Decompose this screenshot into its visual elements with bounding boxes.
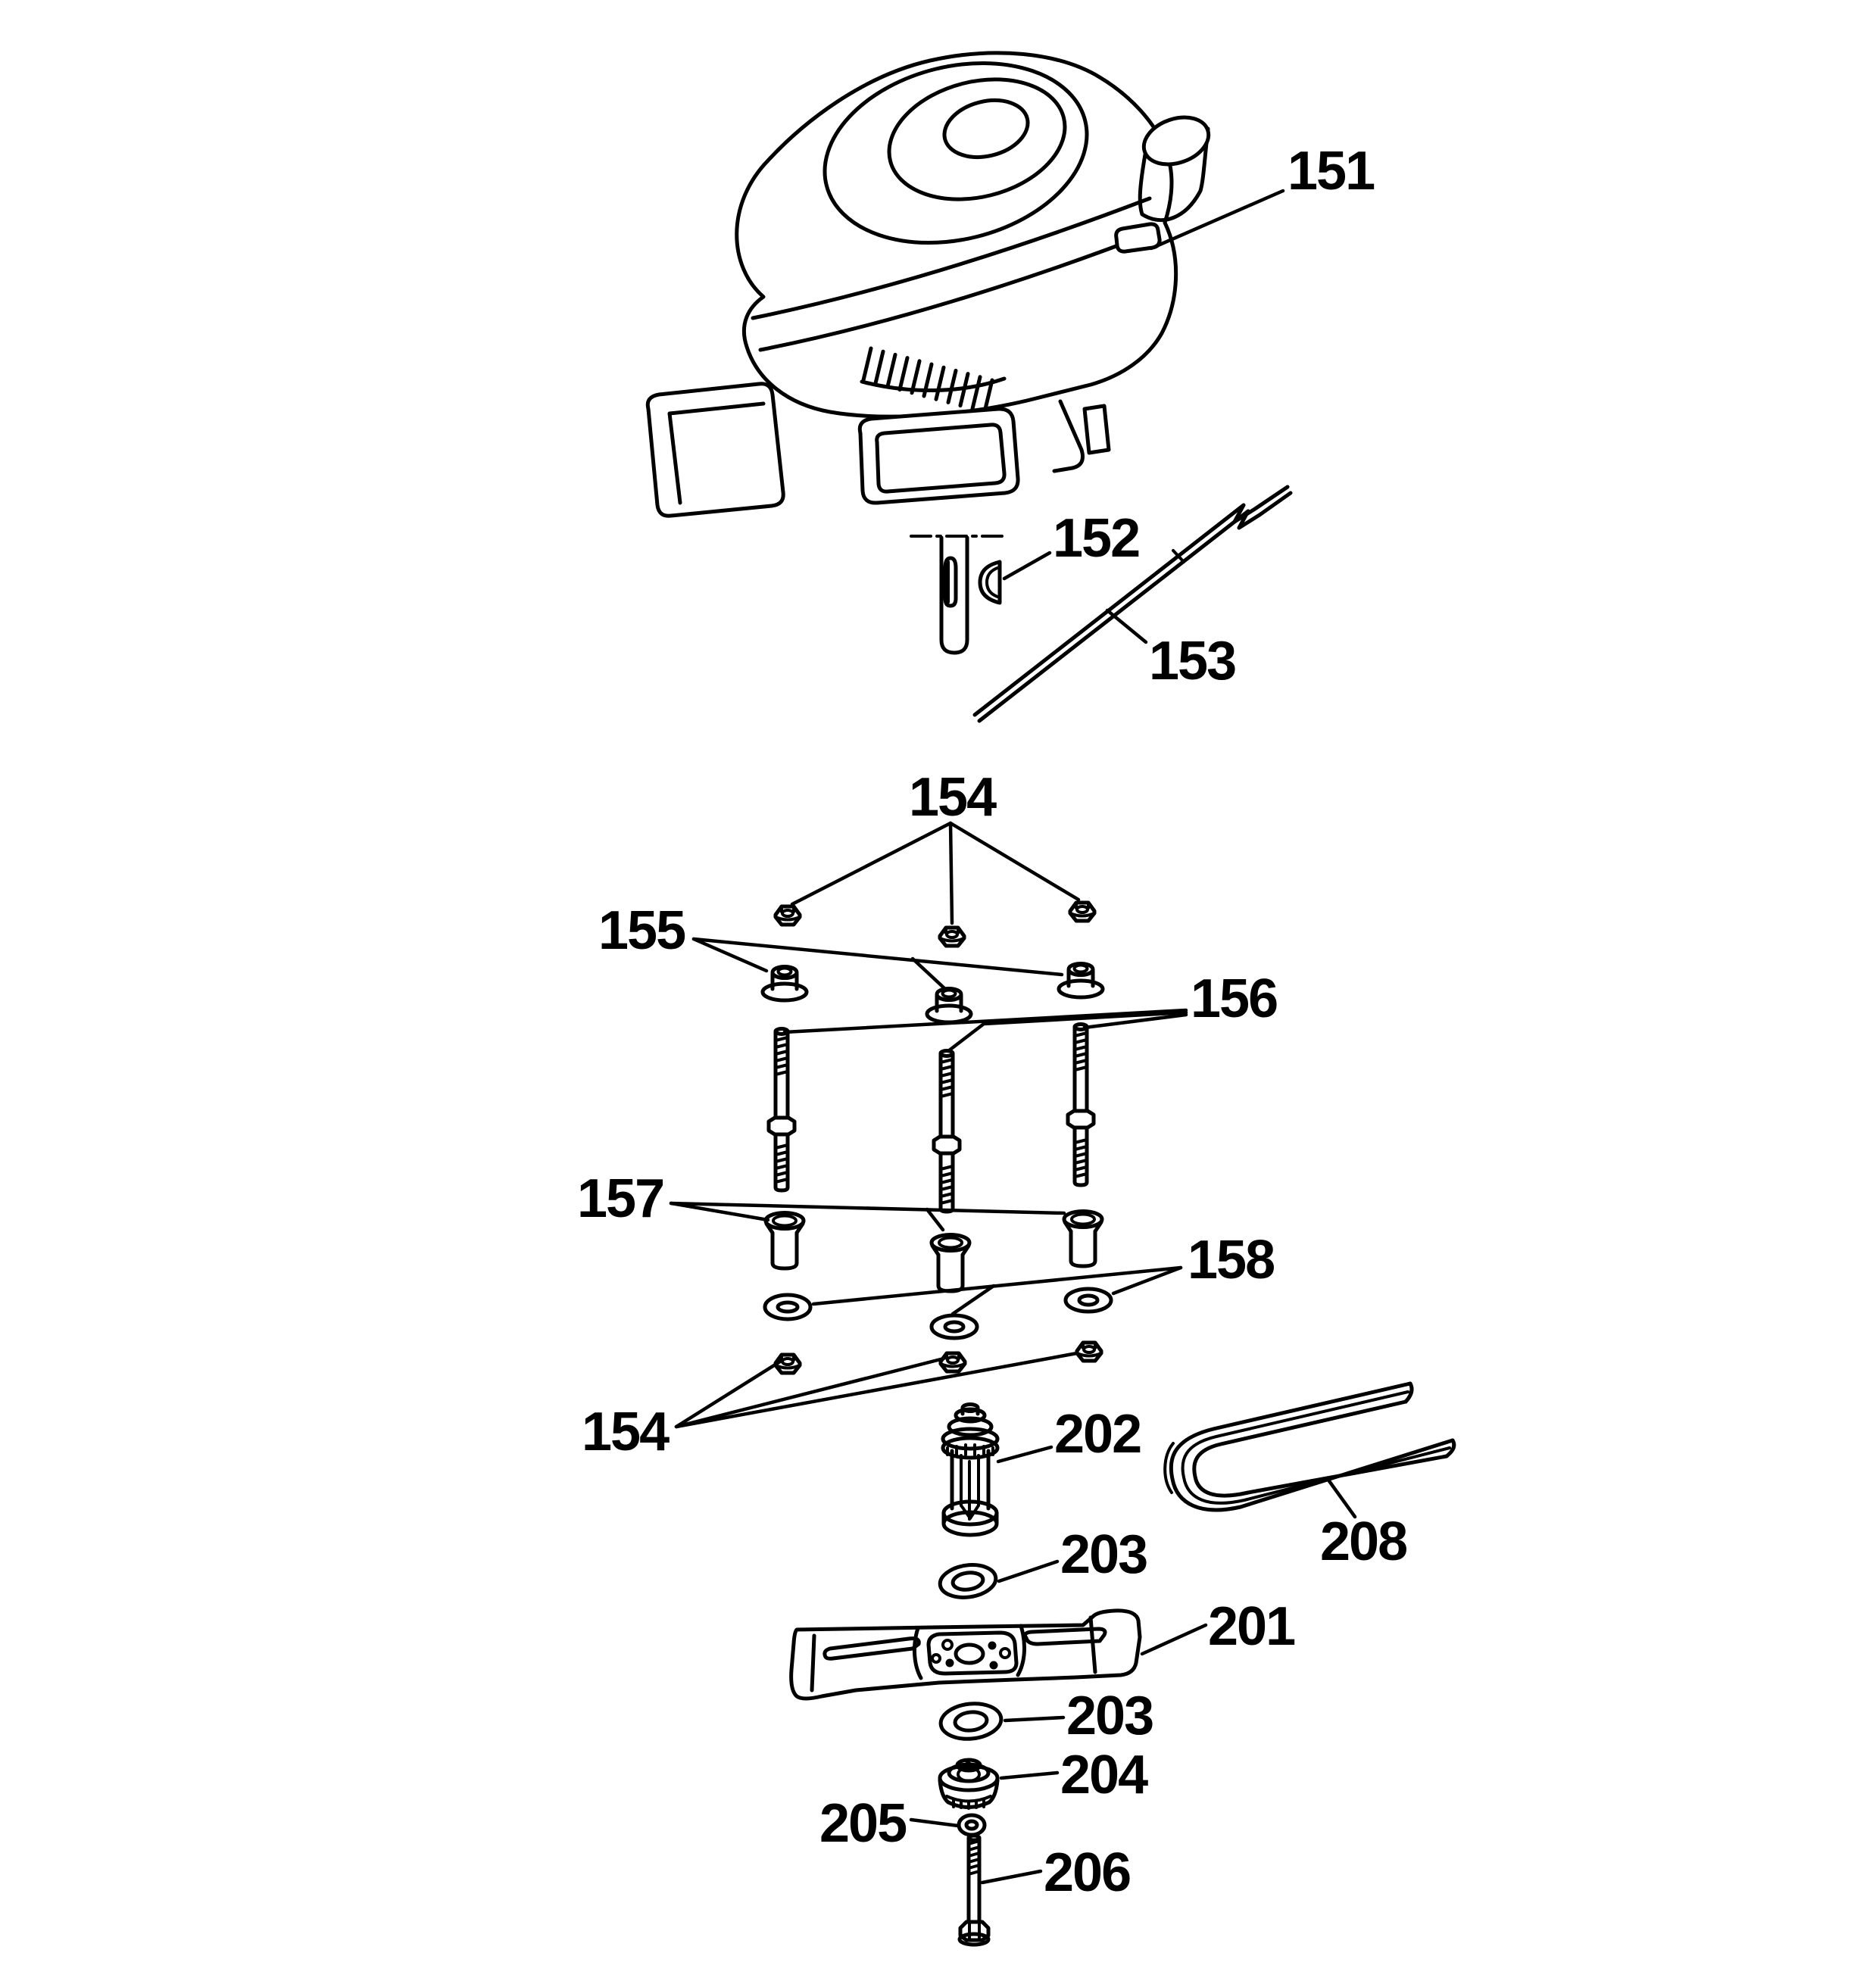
part-label-206: 206: [1044, 1842, 1130, 1903]
belt-keeper-208: [1163, 1381, 1456, 1512]
washer-158: [763, 1293, 813, 1321]
leader-line-203-upper: [997, 1559, 1060, 1583]
part-label-205: 205: [819, 1793, 907, 1854]
leader-line-158: [950, 1284, 996, 1316]
washer-203: [938, 1702, 1004, 1741]
washer-203: [938, 1563, 998, 1599]
part-label-156: 156: [1191, 969, 1277, 1029]
leader-line-157: [925, 1207, 945, 1232]
leader-line-156: [782, 1008, 1188, 1034]
hex-nut-154: [938, 925, 966, 948]
part-label-152: 152: [1053, 508, 1139, 569]
leader-line-158: [1111, 1265, 1183, 1296]
engine-assembly-151: [645, 51, 1211, 518]
hex-nut-154: [938, 1351, 967, 1374]
leader-line-155: [691, 937, 1064, 977]
leader-line-157: [669, 1201, 1066, 1215]
blade-bolt-206: [957, 1833, 991, 1947]
leader-line-205: [909, 1817, 960, 1828]
hex-nut-154: [1068, 900, 1097, 923]
blade-adapter-202: [941, 1402, 1000, 1537]
washer-158: [929, 1313, 979, 1340]
part-labels: 151 152 153 154 155 156 157 158 154 202 203 208 201 2…: [577, 141, 1408, 1903]
leader-line-152: [1002, 551, 1052, 581]
control-rod-153: [972, 485, 1293, 723]
leader-line-155: [691, 937, 769, 973]
engine-stud-156: [932, 1049, 962, 1214]
part-label-203-upper: 203: [1060, 1524, 1147, 1585]
part-label-204: 204: [1060, 1745, 1148, 1805]
leader-line-156: [1082, 1012, 1188, 1030]
leader-line-153: [1105, 608, 1148, 644]
part-label-155: 155: [598, 900, 685, 961]
leader-line-151: [1149, 189, 1285, 251]
flange-nut-155: [925, 987, 973, 1025]
engine-stud-156: [766, 1027, 797, 1193]
spacer-157: [929, 1233, 972, 1293]
engine-stud-156: [1066, 1022, 1096, 1187]
part-label-202: 202: [1054, 1404, 1141, 1465]
leader-line-154-upper: [948, 821, 954, 925]
leader-line-201: [1140, 1623, 1208, 1656]
washer-205: [957, 1813, 987, 1837]
part-label-153: 153: [1149, 631, 1235, 691]
part-label-208: 208: [1320, 1511, 1406, 1572]
spacer-157: [763, 1211, 806, 1271]
part-label-158: 158: [1188, 1230, 1274, 1290]
blade-holder-204: [938, 1758, 1000, 1810]
spacer-157: [1062, 1209, 1104, 1268]
leader-line-154-upper: [790, 821, 953, 906]
leader-line-154-lower: [674, 1359, 782, 1429]
hex-nut-154: [773, 904, 802, 927]
flange-nut-155: [760, 965, 809, 1003]
woodruff-key-152: [978, 560, 1002, 605]
part-label-201: 201: [1208, 1596, 1295, 1657]
flange-nut-155: [1057, 962, 1105, 1000]
part-label-203-lower: 203: [1066, 1686, 1153, 1746]
leader-lines: [669, 189, 1357, 1885]
crankshaft-pin-152: [910, 535, 1006, 655]
leader-line-208: [1325, 1477, 1357, 1519]
part-label-157: 157: [577, 1168, 663, 1229]
leader-line-155: [910, 956, 947, 991]
leader-line-154-upper: [948, 821, 1081, 902]
part-label-154-upper: 154: [909, 767, 997, 828]
leader-line-206: [980, 1869, 1043, 1885]
leader-line-157: [669, 1201, 770, 1222]
leader-line-156: [946, 1010, 1188, 1053]
leader-line-154-lower: [674, 1356, 946, 1429]
mower-blade-201: [789, 1608, 1142, 1701]
leader-line-202: [996, 1445, 1053, 1464]
leader-line-154-lower: [674, 1351, 1079, 1429]
part-label-151: 151: [1288, 141, 1375, 201]
leader-line-204: [999, 1770, 1060, 1780]
hex-nut-154: [1075, 1340, 1103, 1363]
part-label-154-lower: 154: [582, 1402, 670, 1462]
leader-line-203-lower: [1003, 1715, 1066, 1723]
leader-line-158: [811, 1265, 1183, 1306]
hex-nut-154: [773, 1352, 802, 1375]
washer-158: [1063, 1287, 1113, 1314]
